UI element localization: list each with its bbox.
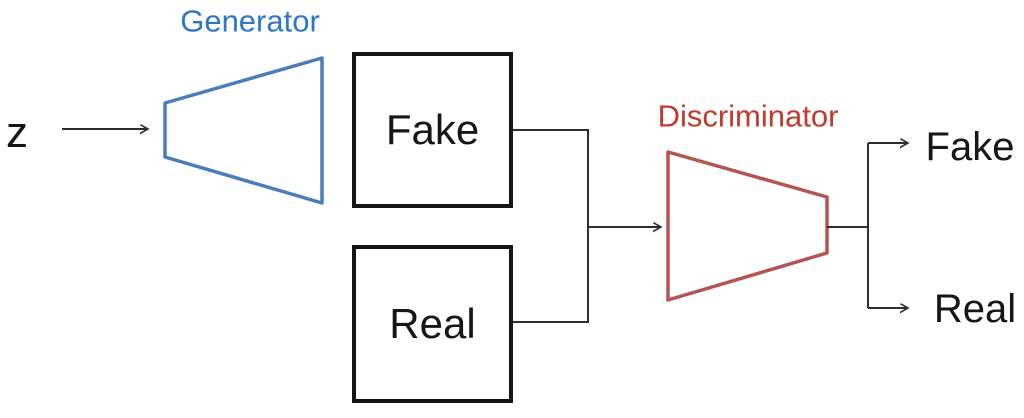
- generator-trapezoid: [163, 56, 324, 205]
- z-input-label: z: [6, 108, 28, 157]
- discriminator-label: Discriminator: [657, 98, 839, 134]
- discriminator-trapezoid: [666, 150, 829, 302]
- output-real-label: Real: [933, 287, 1017, 331]
- real-sample-box: Real: [352, 245, 513, 403]
- samples-junction-line: [513, 129, 589, 323]
- fake-sample-box-label: Fake: [385, 106, 480, 153]
- generator-label: Generator: [180, 3, 320, 39]
- real-sample-box-label: Real: [389, 300, 476, 347]
- output-fake-label: Fake: [925, 125, 1015, 169]
- fake-sample-box: Fake: [352, 52, 513, 208]
